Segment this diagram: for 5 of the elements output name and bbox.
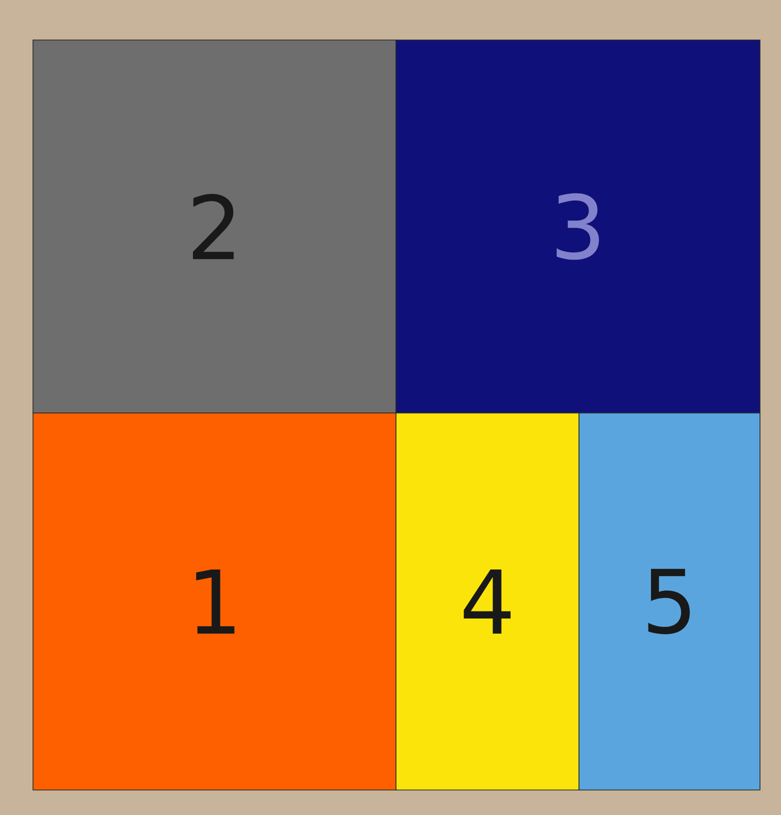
numbered-block: 3: [396, 40, 760, 414]
numbered-block: 2: [32, 40, 396, 414]
numbered-block: 5: [578, 412, 760, 790]
numbered-block: 1: [32, 412, 396, 790]
numbered-block: 4: [396, 412, 580, 790]
